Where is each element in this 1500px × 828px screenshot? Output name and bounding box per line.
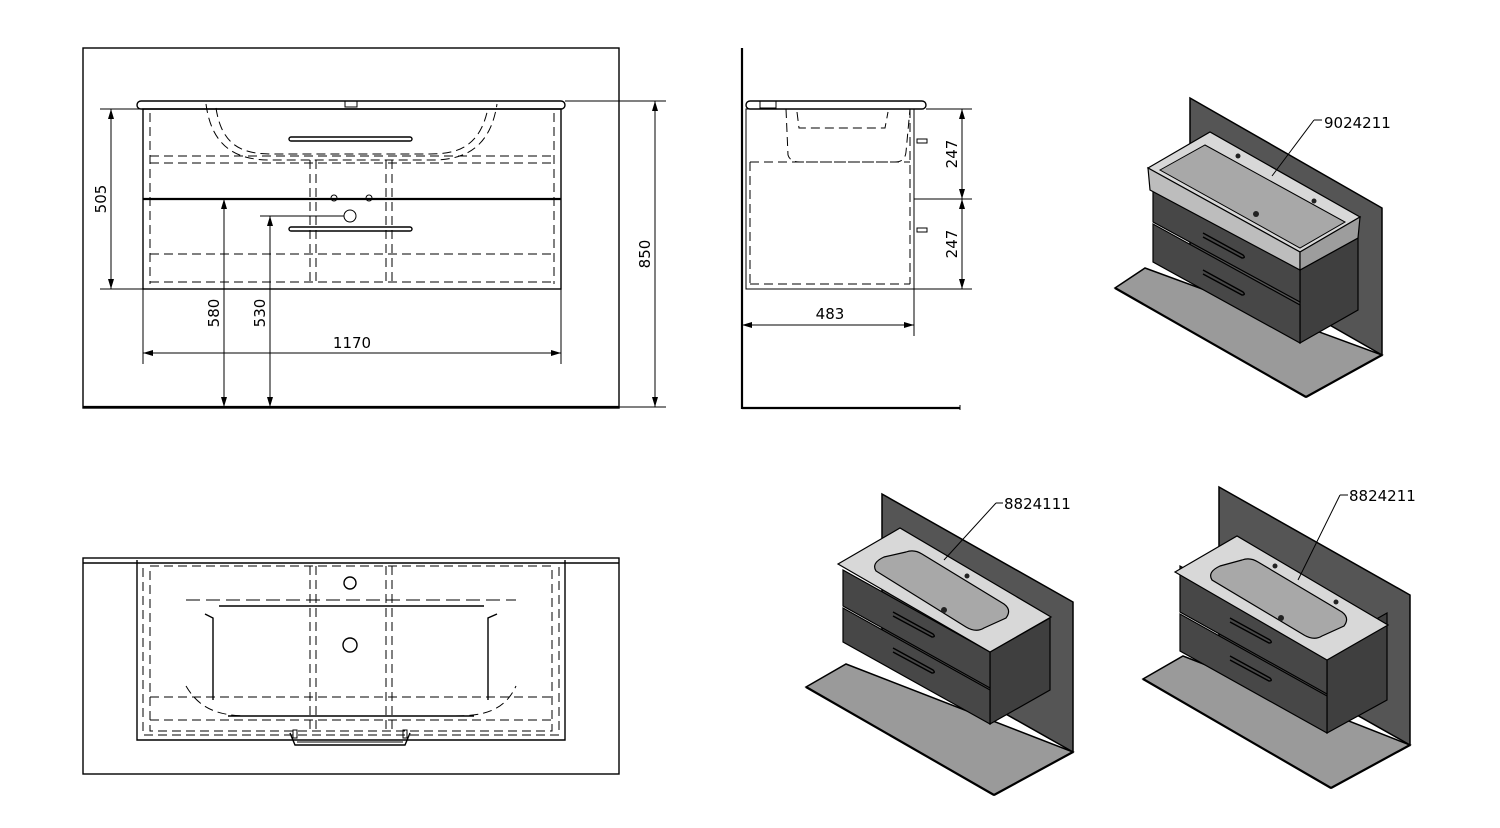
top-bowl-front [185, 685, 517, 717]
iso1-handle-top [1202, 232, 1245, 259]
top-handle-mount-right [402, 729, 408, 739]
dim-1170: 1170 [142, 289, 562, 364]
dim-247-bottom-label: 247 [943, 230, 961, 259]
top-drain-hole [342, 637, 358, 653]
dim-247-top-label: 247 [943, 140, 961, 169]
front-tap-hole [344, 100, 358, 108]
top-handle-mount-left [292, 729, 298, 739]
front-basin-top [136, 100, 566, 110]
front-handle-bottom [288, 226, 413, 232]
iso3-drawer-bottom [1179, 612, 1328, 735]
iso2-code-label: 8824111 [1004, 495, 1071, 513]
dim-850-label: 850 [636, 240, 654, 269]
iso2-floor-edge-front [805, 686, 995, 796]
dim-530-label: 530 [251, 299, 269, 328]
iso3-floor-edge-right [1330, 744, 1411, 789]
iso1-basin-bowl [1158, 144, 1347, 249]
iso3-leader [1297, 494, 1341, 581]
iso-variant-9024211: 9024211 [1113, 96, 1391, 398]
side-bowl-inner [796, 111, 889, 129]
top-bowl-right [487, 613, 498, 700]
front-siphon-circle [343, 209, 357, 223]
side-cabinet [745, 108, 915, 290]
front-bolt-right [365, 194, 373, 202]
iso1-leader [1271, 119, 1315, 177]
top-handle [289, 732, 411, 746]
iso3-code-label: 8824211 [1349, 487, 1416, 505]
top-dash-inner [149, 565, 553, 732]
iso2-tap-hole [964, 573, 970, 579]
side-handle-top [916, 138, 928, 144]
dim-850: 850 [565, 100, 666, 408]
iso3-drain [1278, 615, 1284, 621]
side-tap [759, 100, 777, 109]
iso-variant-8824111: 8824111 [804, 492, 1075, 796]
dim-247-top: 247 [914, 108, 972, 200]
iso3-handle-bottom [1229, 655, 1272, 682]
side-handle-bottom [916, 227, 928, 233]
front-handle-top [288, 136, 413, 142]
iso2-handle-bottom [892, 647, 935, 674]
dim-505: 505 [92, 108, 143, 290]
iso2-leader [943, 502, 997, 561]
iso3-tap-hole-2 [1333, 599, 1339, 605]
top-basin-outline [136, 560, 566, 741]
front-bolt-left [330, 194, 338, 202]
dim-580: 580 [205, 199, 227, 407]
dim-505-label: 505 [92, 185, 110, 214]
iso1-basin-side [1299, 215, 1361, 272]
iso3-handle-top [1229, 617, 1272, 644]
iso2-drawer-bottom [842, 606, 991, 726]
iso1-floor-edge [1305, 354, 1383, 398]
iso1-tap-hole-2 [1311, 198, 1317, 204]
top-bowl-left [204, 613, 214, 700]
dim-483-label: 483 [816, 305, 845, 323]
dim-247-bottom: 247 [914, 199, 972, 290]
iso-variant-8824211: 8824211 [1141, 485, 1416, 789]
top-view [82, 557, 620, 775]
front-bowl-inner [215, 107, 489, 155]
front-bowl-outline [205, 103, 498, 161]
iso2-floor-edge-right [993, 751, 1074, 796]
top-frame [82, 557, 620, 775]
dim-483: 483 [742, 289, 915, 336]
iso3-basin-bowl [1210, 558, 1348, 639]
iso1-floor-edge-front [1114, 287, 1307, 398]
front-wall-frame [82, 47, 620, 409]
iso3-floor-edge-front [1142, 678, 1332, 789]
iso1-handle-bottom [1202, 269, 1245, 296]
iso2-basin-bowl [874, 550, 1010, 631]
dim-530: 530 [251, 216, 273, 407]
front-view: 505 850 580 530 [82, 47, 666, 409]
iso2-drain [941, 607, 947, 613]
dim-580-label: 580 [205, 299, 223, 328]
iso2-handle-top [892, 611, 935, 638]
iso1-code-label: 9024211 [1324, 114, 1391, 132]
side-view: 247 247 483 [740, 48, 972, 410]
iso1-drain [1253, 211, 1259, 217]
top-tap-hole [343, 576, 357, 590]
side-bowl [785, 108, 911, 163]
iso3-tap-hole-1 [1272, 563, 1278, 569]
iso1-tap-hole-1 [1235, 153, 1241, 159]
dim-1170-label: 1170 [333, 334, 371, 352]
